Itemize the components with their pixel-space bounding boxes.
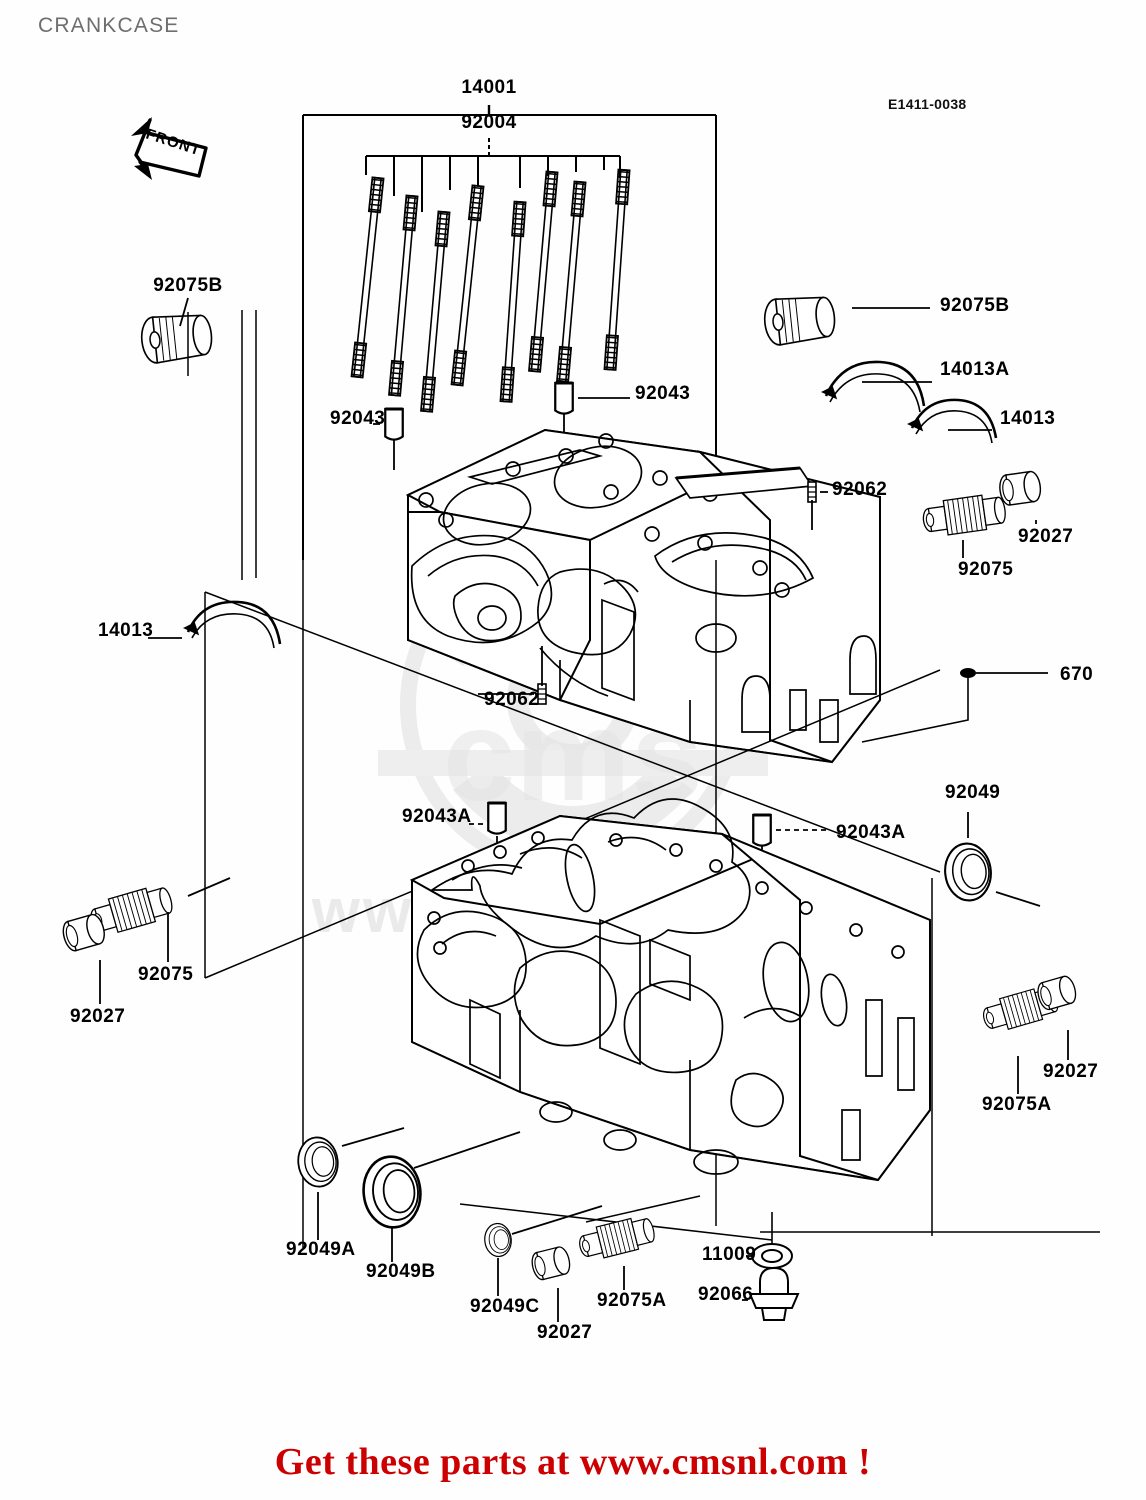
callout-92049c-c24: 92049C: [470, 1296, 540, 1317]
page-title: CRANKCASE: [38, 14, 180, 37]
front-marker-label: FRONT: [143, 125, 203, 160]
set-ring-14013A: [820, 360, 926, 413]
pin-92043A-left: [486, 801, 508, 836]
o-ring-670: [861, 668, 1048, 743]
pin-92043-left: [383, 407, 405, 442]
damper-92075B-left: [138, 310, 215, 366]
front-marker: FRONT: [125, 108, 215, 178]
crankcase-lower-detail: [411, 798, 915, 1181]
pin-92043A-right: [751, 813, 773, 848]
callout-92027-c25: 92027: [537, 1322, 593, 1343]
pin-92043-right: [553, 381, 575, 416]
callout-92043a-c16: 92043A: [836, 822, 906, 843]
callout-92075-c11: 92075: [958, 559, 1014, 580]
callout-92049a-c22: 92049A: [286, 1239, 356, 1260]
jet-92062-upper: [807, 481, 817, 503]
callout-92049b-c23: 92049B: [366, 1261, 436, 1282]
callout-92027-c20: 92027: [1043, 1061, 1099, 1082]
callout-92027-c10: 92027: [1018, 526, 1074, 547]
callout-92062-c13: 92062: [484, 689, 540, 710]
callout-14013a-c05: 14013A: [940, 359, 1010, 380]
callout-92075a-c26: 92075A: [597, 1290, 667, 1311]
callout-92049-c17: 92049: [945, 782, 1001, 803]
oil-seal-92049B: [358, 1152, 426, 1232]
leader-lines-bottom-parts: [557, 1266, 625, 1322]
bracket-92004: [365, 138, 621, 212]
damper-92075B-right: [761, 292, 838, 348]
collar-92027-bottom: [528, 1244, 573, 1282]
leader-lines-92075-right: [962, 520, 1037, 558]
callout-92075b-c03: 92075B: [153, 275, 223, 296]
plug-92066: [742, 1266, 800, 1321]
callout-92075-c18: 92075: [138, 964, 194, 985]
callout-92004-c02: 92004: [461, 112, 517, 133]
leader-lines-92062: [478, 491, 828, 695]
diagram-code: E1411-0038: [888, 96, 967, 112]
collar-92027-right-upper: [997, 469, 1043, 507]
callout-92043-c08: 92043: [635, 383, 691, 404]
stud-bolt-group: [350, 168, 631, 413]
footer-promo-text: Get these parts at www.cmsnl.com !: [274, 1441, 872, 1483]
front-direction-marker: [131, 117, 208, 180]
leader-lines-rings: [148, 381, 992, 639]
leader-lines-92075B: [179, 297, 930, 327]
callout-11009-c27: 11009: [702, 1244, 757, 1265]
leader-lines-92075-left: [99, 877, 231, 1004]
callout-92027-c19: 92027: [70, 1006, 126, 1027]
callout-92062-c09: 92062: [832, 479, 888, 500]
crankcase-upper-half: [405, 428, 881, 764]
callout-14013-c06: 14013: [1000, 408, 1056, 429]
leader-lines-92049: [317, 812, 1041, 1296]
set-ring-14013-left: [182, 600, 282, 649]
callout-92043a-c15: 92043A: [402, 806, 472, 827]
callout-670-c14: 670: [1060, 664, 1094, 685]
leader-lines-right-lower: [1017, 1030, 1069, 1094]
set-ring-14013-right: [906, 398, 998, 444]
callout-92075a-c21: 92075A: [982, 1094, 1052, 1115]
leader-lines-92043: [373, 397, 630, 470]
callout-14001-c01: 14001: [461, 77, 517, 98]
callout-92075b-c04: 92075B: [940, 295, 1010, 316]
callout-92066-c28: 92066: [698, 1284, 754, 1305]
callout-92043-c07: 92043: [330, 408, 386, 429]
damper-92075-right: [920, 491, 1008, 539]
crankcase-upper-detail: [407, 433, 877, 763]
oil-seal-92049C: [482, 1221, 514, 1259]
oil-seal-92049: [941, 840, 995, 904]
callout-14013-c12: 14013: [98, 620, 154, 641]
